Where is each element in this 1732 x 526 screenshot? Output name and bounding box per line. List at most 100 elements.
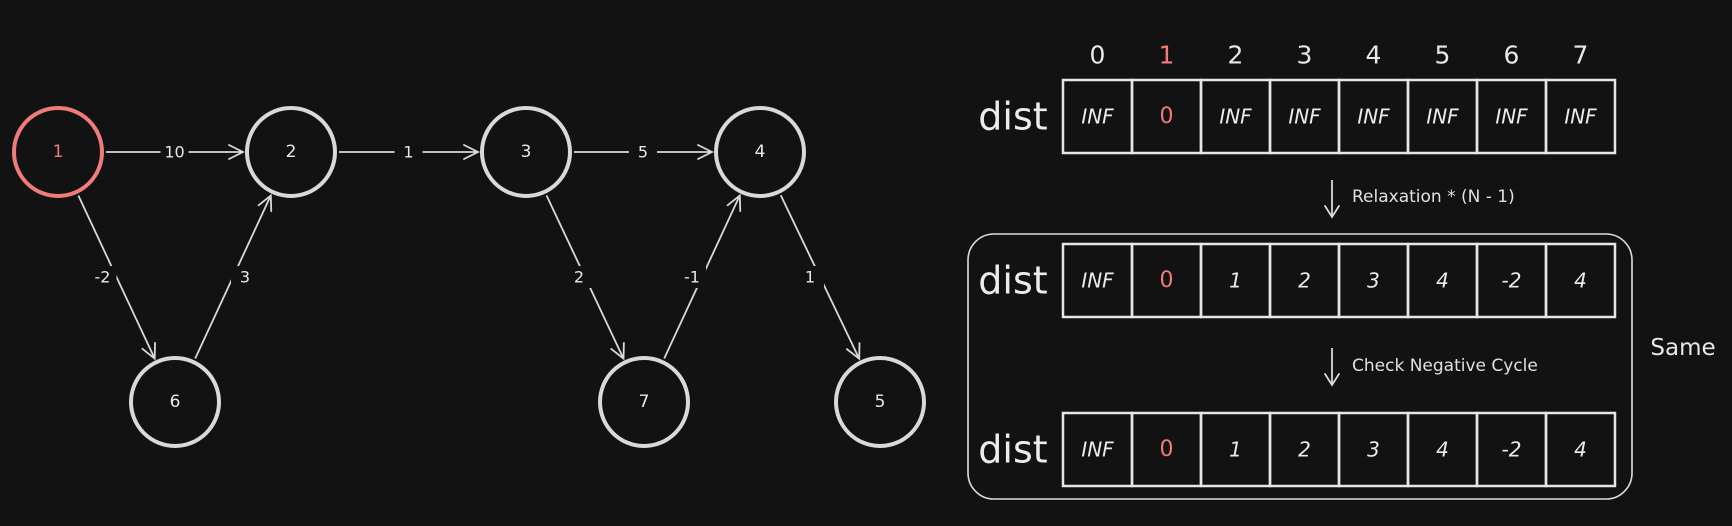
dist-cell-value: INF — [1357, 105, 1390, 129]
dist-cell-value: 3 — [1367, 269, 1380, 293]
relaxation-label: Relaxation * (N - 1) — [1352, 187, 1515, 207]
index-label: 0 — [1090, 41, 1106, 70]
dist-cell-value: 0 — [1160, 104, 1174, 129]
same-group-box — [967, 233, 1633, 500]
edge-weight-label: 5 — [638, 143, 648, 162]
dist-cell-value: INF — [1081, 269, 1114, 293]
dist-cell-value: 0 — [1160, 268, 1174, 293]
node-circle — [12, 106, 104, 198]
node-circle — [480, 106, 572, 198]
edge-label-bg — [88, 266, 117, 288]
edge-1-6: -2 — [77, 195, 156, 361]
dist-cell-value: 4 — [1436, 438, 1449, 462]
same-label: Same — [1650, 335, 1715, 361]
dist-cell-value: 2 — [1298, 269, 1311, 293]
edge-label-bg — [678, 266, 706, 288]
dist-cell — [1544, 78, 1617, 155]
edge-7-4: -1 — [663, 193, 742, 359]
dist-row-title: dist — [978, 259, 1047, 303]
node-circle — [598, 356, 690, 448]
node-1: 1 — [12, 106, 104, 198]
edge-label-bg — [231, 266, 259, 288]
edge-arrow-head — [610, 342, 625, 361]
dist-cell-value: 4 — [1574, 438, 1587, 462]
dist-row-title: dist — [978, 95, 1047, 139]
node-circle — [834, 356, 926, 448]
node-label: 6 — [170, 392, 181, 412]
dist-cell — [1544, 411, 1617, 488]
dist-cell-value: 4 — [1574, 269, 1587, 293]
edge-label-bg — [629, 141, 657, 163]
edge-weight-label: 1 — [805, 268, 815, 287]
graph-nodes: 1 2 3 4 5 6 7 — [12, 106, 926, 448]
dist-cell-value: 4 — [1436, 269, 1449, 293]
node-label: 3 — [521, 142, 532, 162]
index-label: 3 — [1297, 41, 1313, 70]
node-2: 2 — [245, 106, 337, 198]
node-4: 4 — [714, 106, 806, 198]
node-circle — [714, 106, 806, 198]
dist-cell-value: INF — [1495, 105, 1528, 129]
edge-1-2: 10 — [106, 141, 246, 163]
check-arrow-head — [1324, 373, 1340, 387]
node-label: 1 — [53, 142, 64, 162]
node-label: 7 — [639, 392, 650, 412]
dist-cell-value: 0 — [1160, 437, 1174, 462]
dist-row-2: dist INF 0 1 2 3 4 -2 4 — [978, 242, 1617, 319]
dist-cell-value: -2 — [1502, 269, 1522, 293]
edge-label-bg — [394, 141, 423, 163]
node-label: 2 — [286, 142, 297, 162]
edge-weight-label: 10 — [164, 143, 184, 162]
dist-cell-value: 1 — [1229, 269, 1242, 293]
edge-arrow-head — [141, 341, 156, 361]
node-7: 7 — [598, 356, 690, 448]
check-negative-cycle-label: Check Negative Cycle — [1352, 356, 1538, 376]
index-header: 0 1 2 3 4 5 6 7 — [1090, 41, 1589, 70]
dist-cell-value: 3 — [1367, 438, 1380, 462]
edge-6-2: 3 — [194, 193, 273, 359]
index-label: 6 — [1504, 41, 1520, 70]
edge-2-3: 1 — [339, 141, 481, 163]
edge-weight-label: -1 — [684, 268, 700, 287]
edge-arrow-head — [845, 342, 861, 361]
edge-arrow-head — [726, 193, 742, 213]
dist-cell-value: INF — [1081, 105, 1114, 129]
graph-edges: 10 -2 3 1 5 2 -1 1 — [77, 141, 861, 361]
index-label: 5 — [1435, 41, 1451, 70]
node-circle — [129, 356, 221, 448]
dist-cell-value: INF — [1219, 105, 1252, 129]
dist-cell — [1544, 242, 1617, 319]
dist-cell-value: INF — [1426, 105, 1459, 129]
dist-cell-value: -2 — [1502, 438, 1522, 462]
dist-cell-value: 2 — [1298, 438, 1311, 462]
relaxation-arrow-head — [1324, 205, 1340, 219]
edge-arrow-head — [257, 193, 273, 213]
edge-weight-label: -2 — [95, 268, 111, 287]
edge-weight-label: 2 — [574, 268, 584, 287]
node-5: 5 — [834, 356, 926, 448]
dist-row-3: dist INF 0 1 2 3 4 -2 4 — [978, 411, 1617, 488]
dist-cell-value: INF — [1564, 105, 1597, 129]
index-label: 7 — [1573, 41, 1589, 70]
index-label: 1 — [1159, 41, 1175, 70]
edge-arrow-head — [228, 144, 246, 160]
dist-cell-value: INF — [1081, 438, 1114, 462]
edge-label-bg — [565, 266, 593, 288]
node-label: 4 — [755, 142, 766, 162]
node-label: 5 — [875, 392, 886, 412]
dist-cell-value: 1 — [1229, 438, 1242, 462]
index-label: 2 — [1228, 41, 1244, 70]
edge-arrow-head — [697, 144, 715, 160]
dist-row-title: dist — [978, 428, 1047, 472]
edge-arrow-head — [463, 144, 481, 160]
node-3: 3 — [480, 106, 572, 198]
edge-label-bg — [796, 266, 824, 288]
edge-weight-label: 3 — [240, 268, 250, 287]
edge-weight-label: 1 — [403, 143, 413, 162]
edge-4-5: 1 — [779, 194, 861, 361]
edge-3-7: 2 — [545, 195, 625, 361]
index-label: 4 — [1366, 41, 1382, 70]
